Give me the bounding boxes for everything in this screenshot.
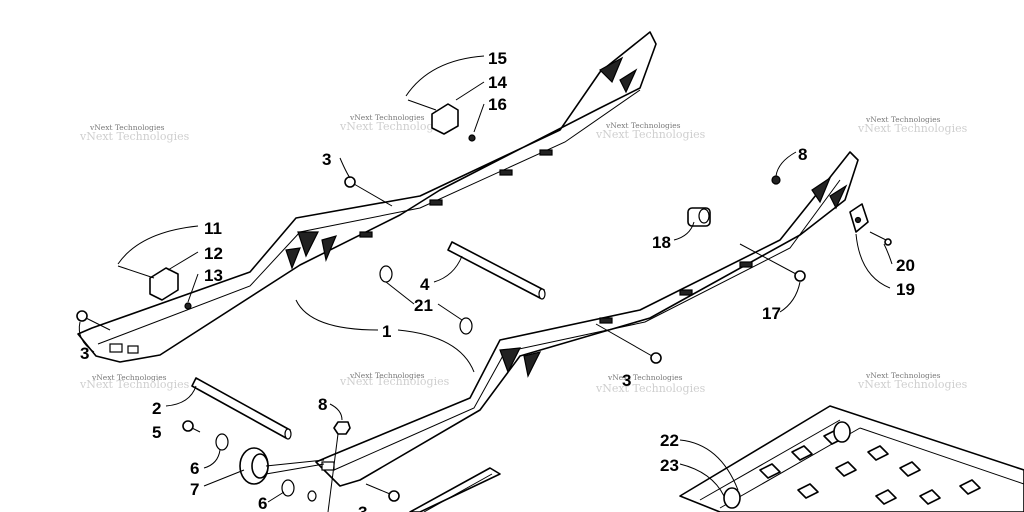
callout-22: 22: [660, 431, 679, 450]
leader-lines: [78, 55, 893, 512]
washer-6-lower: [281, 479, 295, 497]
bolt-5: [182, 420, 201, 433]
track-rods: [699, 419, 1024, 509]
callout-15: 15: [488, 49, 507, 68]
watermark-shadow: vNext Technologies: [339, 120, 450, 133]
rail-cutouts: [321, 176, 848, 471]
washer-6-upper: [215, 433, 229, 451]
callout-3: 3: [322, 150, 331, 169]
rail-cutouts: [109, 56, 638, 354]
bolt-3-bottom: [365, 483, 400, 502]
callout-17: 17: [762, 304, 781, 323]
slide-rail-upper: [77, 31, 657, 363]
watermark-shadow: vNext Technologies: [595, 128, 706, 141]
bolt-3-upper: [344, 176, 393, 207]
callout-11: 11: [204, 219, 222, 238]
wheel-7: [239, 447, 269, 485]
bushing-18: [687, 207, 711, 227]
callout-21: 21: [414, 296, 433, 315]
callout-23: 23: [660, 456, 679, 475]
watermark: vNext Technologies: [865, 115, 941, 124]
callout-5: 5: [152, 423, 161, 442]
callout-3: 3: [80, 344, 89, 363]
watermark: vNext Technologies: [91, 373, 167, 382]
watermark-shadow: vNext Technologies: [857, 378, 968, 391]
bolt-17: [739, 243, 806, 282]
callout-20: 20: [896, 256, 915, 275]
watermark: vNext Technologies: [349, 371, 425, 380]
watermark-shadow: vNext Technologies: [79, 378, 190, 391]
watermark-shadow: vNext Technologies: [857, 122, 968, 135]
bolt-3-left: [76, 310, 111, 331]
callout-16: 16: [488, 95, 507, 114]
callout-6: 6: [190, 459, 199, 478]
callout-12: 12: [204, 244, 223, 263]
washer-21-lower: [459, 317, 473, 335]
callout-18: 18: [652, 233, 671, 252]
callout-8: 8: [798, 145, 807, 164]
nut-8-upper: [771, 175, 781, 185]
cross-shaft-front: [409, 467, 501, 512]
callout-3: 3: [622, 371, 631, 390]
callout-4: 4: [420, 275, 430, 294]
bolt-20: [869, 231, 892, 246]
cross-shaft-2: [191, 377, 292, 440]
watermark: vNext Technologies: [605, 121, 681, 130]
slide-rail-lower: [315, 151, 859, 487]
track-22: [679, 405, 1024, 512]
callout-13: 13: [204, 266, 223, 285]
bolt-3-mid: [595, 323, 662, 364]
washer-21-upper: [379, 265, 393, 283]
callout-8: 8: [318, 395, 327, 414]
block-12: [117, 265, 192, 310]
callout-19: 19: [896, 280, 915, 299]
callout-7: 7: [190, 480, 199, 499]
bracket-19: [849, 203, 869, 233]
callout-1: 1: [382, 322, 391, 341]
nut-8-lower: [333, 421, 351, 435]
block-14: [407, 99, 476, 142]
watermark-shadow: vNext Technologies: [79, 130, 190, 143]
nut-lower: [307, 490, 317, 502]
callout-labels: 15 14 16 3 8 11 12 13 18 20 19 4 21 1 17…: [80, 49, 915, 512]
cross-shaft-4: [447, 241, 546, 300]
callout-2: 2: [152, 399, 161, 418]
watermark-shadow: vNext Technologies: [339, 375, 450, 388]
watermark-layer: vNext Technologies vNext Technologies vN…: [79, 113, 968, 395]
watermark: vNext Technologies: [89, 123, 165, 132]
watermark: vNext Technologies: [349, 113, 425, 122]
callout-6: 6: [258, 494, 267, 512]
callout-14: 14: [488, 73, 507, 92]
watermark: vNext Technologies: [607, 373, 683, 382]
watermark: vNext Technologies: [865, 371, 941, 380]
callout-3: 3: [358, 503, 367, 512]
watermark-shadow: vNext Technologies: [595, 382, 706, 395]
